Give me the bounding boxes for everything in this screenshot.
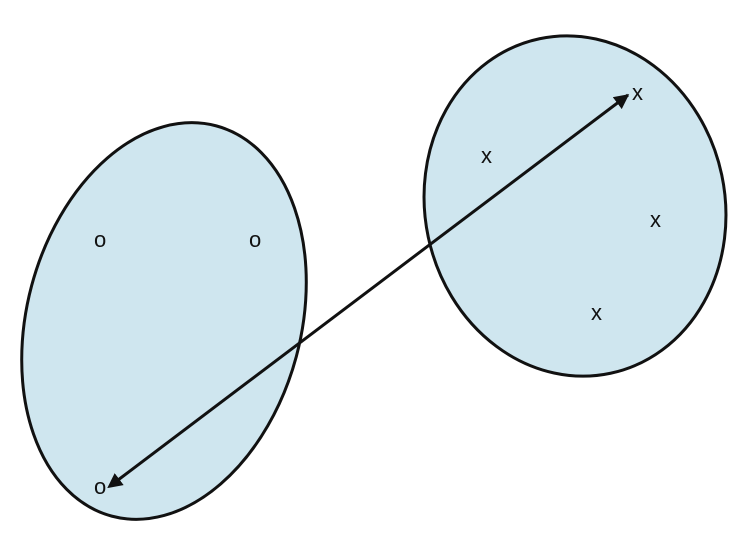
right-point-2: x [481, 143, 492, 168]
left-point-2: o [249, 227, 261, 252]
right-point-4: x [591, 300, 602, 325]
left-cluster-ellipse [20, 121, 308, 521]
left-point-3: o [94, 474, 106, 499]
left-point-1: o [94, 227, 106, 252]
right-point-3: x [650, 207, 661, 232]
distance-arrow [107, 93, 630, 489]
right-cluster-ellipse [422, 34, 728, 378]
right-point-1: x [632, 80, 643, 105]
